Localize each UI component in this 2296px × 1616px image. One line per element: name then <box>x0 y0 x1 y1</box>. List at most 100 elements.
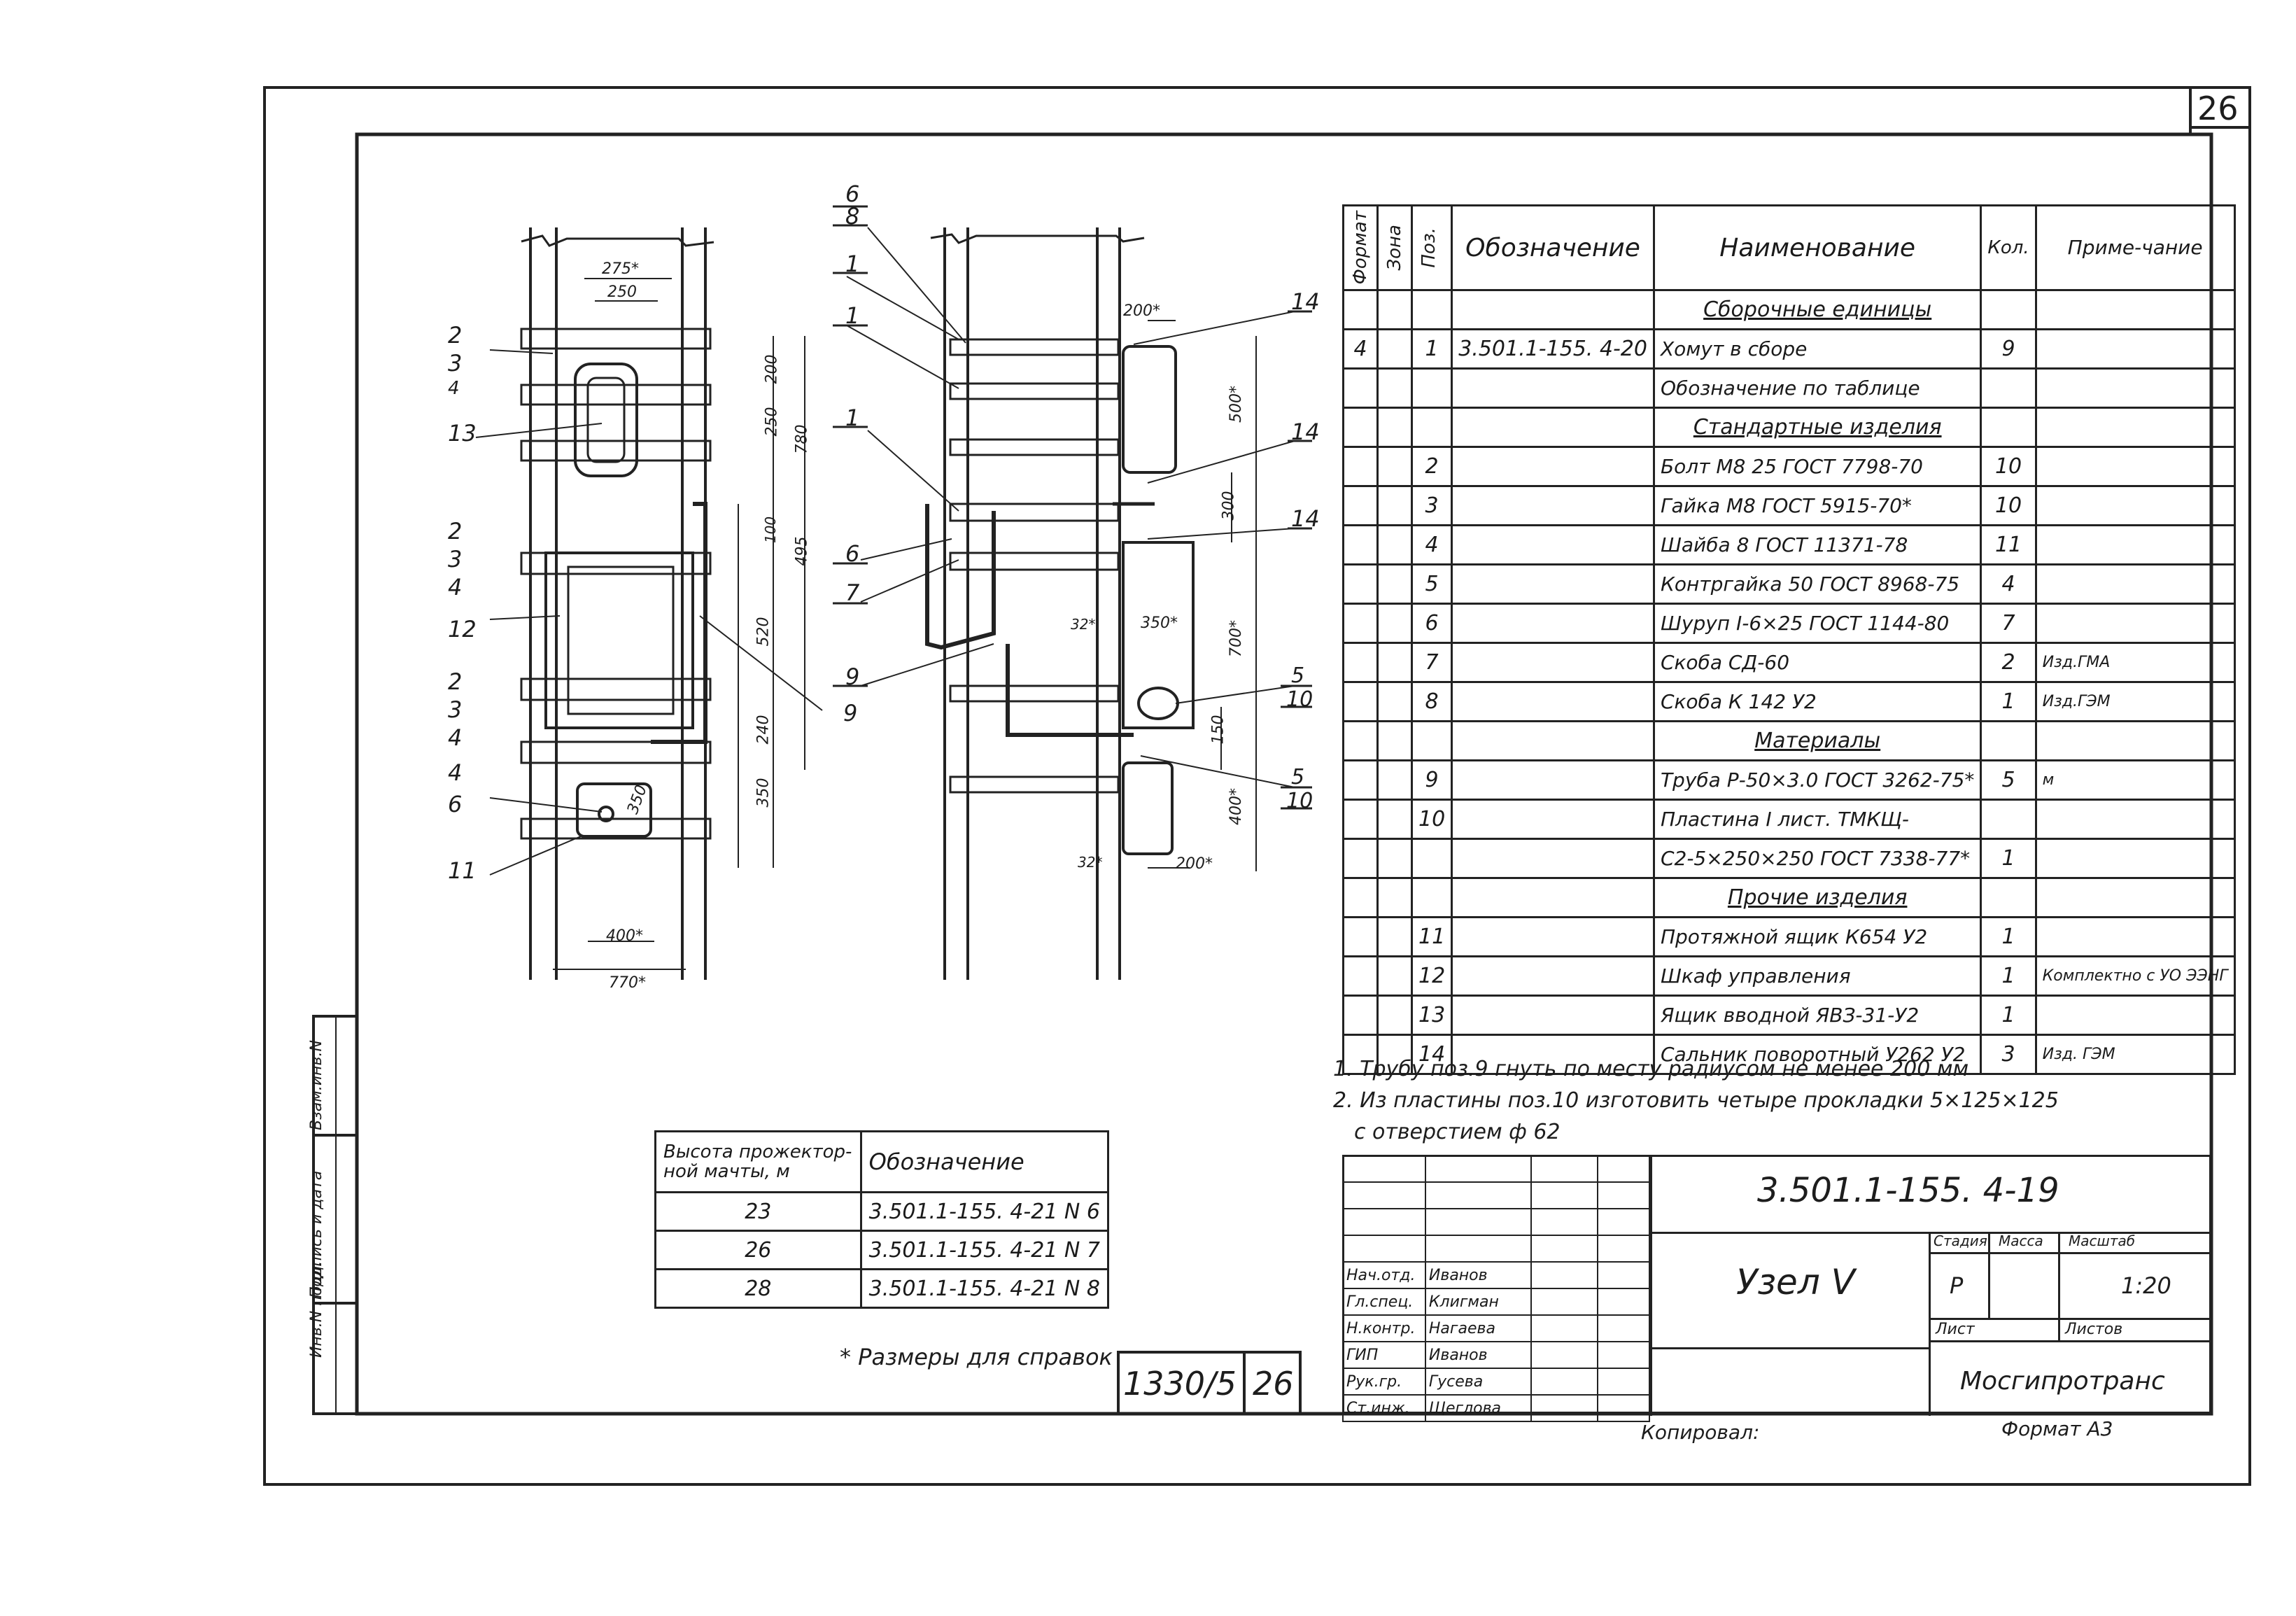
spec-cell-zone <box>1376 485 1413 526</box>
scale-label: Масштаб <box>2069 1232 2136 1249</box>
spec-cell-note <box>2034 407 2236 448</box>
spec-cell-note <box>2034 485 2236 526</box>
spec-cell-zone <box>1376 367 1413 409</box>
spec-cell-zone <box>1376 642 1413 683</box>
signer-row: Рук.гр.Гусева <box>1342 1368 1651 1396</box>
spec-cell-zone <box>1376 681 1413 722</box>
spec-cell-note <box>2034 603 2236 644</box>
spec-cell-pos <box>1410 289 1453 330</box>
sheets-label: Листов <box>2065 1321 2123 1338</box>
spec-header-designation: Обозначение <box>1451 204 1655 291</box>
dim-label: 32* <box>1071 616 1096 633</box>
signer-signature <box>1530 1314 1598 1342</box>
signer-row: Нач.отд.Иванов <box>1342 1261 1651 1289</box>
spec-cell-name: Прочие изделия <box>1652 877 1982 918</box>
spec-cell-pos: 14 <box>1410 1034 1453 1075</box>
spec-cell-name: Стандартные изделия <box>1652 407 1982 448</box>
callout: 4 <box>448 378 460 399</box>
dim-label: 300 <box>1220 491 1238 521</box>
spec-cell-pos: 8 <box>1410 681 1453 722</box>
note-1: 1. Трубу поз.9 гнуть по месту радиусом н… <box>1333 1057 1969 1081</box>
organization: Мосгипротранс <box>1960 1367 2165 1396</box>
dim-label: 240 <box>754 715 773 745</box>
mass-label: Масса <box>1999 1232 2043 1249</box>
signer-role: Нач.отд. <box>1342 1261 1426 1289</box>
signer-row: Н.контр.Нагаева <box>1342 1314 1651 1342</box>
height-header-designation: Обозначение <box>859 1130 1110 1193</box>
spec-cell-name: Контргайка 50 ГОСТ 8968-75 <box>1652 563 1982 605</box>
spec-cell-designation <box>1451 877 1655 918</box>
stage-label: Стадия <box>1934 1232 1987 1249</box>
format-label: Формат А3 <box>2001 1417 2113 1440</box>
dim-label: 520 <box>754 617 773 647</box>
spec-cell-format <box>1342 367 1379 409</box>
spec-cell-pos: 1 <box>1410 328 1453 370</box>
spec-cell-qty: 1 <box>1980 995 2037 1036</box>
spec-cell-zone <box>1376 759 1413 801</box>
spec-cell-format <box>1342 877 1379 918</box>
signer-name: Нагаева <box>1424 1314 1533 1342</box>
spec-cell-zone <box>1376 799 1413 840</box>
note-2: 2. Из пластины поз.10 изготовить четыре … <box>1333 1088 2059 1113</box>
spec-cell-designation <box>1451 563 1655 605</box>
spec-cell-designation <box>1451 995 1655 1036</box>
signer-signature <box>1530 1341 1598 1369</box>
signer-name: Клигман <box>1424 1288 1533 1316</box>
signer-name: Иванов <box>1424 1261 1533 1289</box>
spec-cell-qty: 11 <box>1980 524 2037 565</box>
table-row: 28 3.501.1-155. 4-21 N 8 <box>654 1268 1110 1309</box>
spec-cell-designation <box>1451 1034 1655 1075</box>
spec-cell-zone <box>1376 955 1413 997</box>
callout: 2 <box>448 322 463 349</box>
dim-label: 275* <box>602 260 639 278</box>
spec-cell-name: Обозначение по таблице <box>1652 367 1982 409</box>
spec-header-qty: Кол. <box>1980 204 2037 291</box>
spec-cell-designation <box>1451 289 1655 330</box>
spec-cell-note <box>2034 289 2236 330</box>
spec-cell-qty: 1 <box>1980 838 2037 879</box>
stamp-vzam: Взам.инв.N <box>308 1040 325 1130</box>
spec-section-row: Стандартные изделия <box>1342 407 2236 448</box>
dim-label: 400* <box>606 927 643 945</box>
signer-date <box>1596 1368 1651 1396</box>
spec-header-row: Формат Зона Поз. Обозначение Наименовани… <box>1342 204 2236 291</box>
spec-cell-format <box>1342 838 1379 879</box>
spec-cell-note <box>2034 916 2236 957</box>
callout: 8 <box>845 203 860 230</box>
signer-name: Щеглова <box>1424 1394 1533 1422</box>
spec-cell-designation <box>1451 603 1655 644</box>
page-number: 26 <box>2197 90 2239 127</box>
callout: 5 <box>1291 765 1305 789</box>
callout: 4 <box>448 574 463 600</box>
spec-cell-pos <box>1410 720 1453 761</box>
spec-cell-format <box>1342 603 1379 644</box>
spec-cell-qty: 10 <box>1980 446 2037 487</box>
spec-cell-note <box>2034 877 2236 918</box>
spec-cell-format <box>1342 485 1379 526</box>
callout: 1 <box>845 405 860 431</box>
callout: 6 <box>845 540 860 567</box>
spec-cell-qty <box>1980 407 2037 448</box>
spec-cell-designation <box>1451 367 1655 409</box>
spec-cell-format <box>1342 995 1379 1036</box>
footer-page: 26 <box>1253 1365 1294 1403</box>
spec-cell-name: Шуруп I-6×25 ГОСТ 1144-80 <box>1652 603 1982 644</box>
spec-cell-name: Материалы <box>1652 720 1982 761</box>
spec-cell-format <box>1342 955 1379 997</box>
spec-cell-pos: 3 <box>1410 485 1453 526</box>
signer-name: Иванов <box>1424 1341 1533 1369</box>
spec-cell-note: Изд.ГЭМ <box>2034 681 2236 722</box>
signer-date <box>1596 1261 1651 1289</box>
dim-label: 400* <box>1227 788 1245 825</box>
spec-cell-designation <box>1451 446 1655 487</box>
dim-label: 780 <box>793 424 811 454</box>
spec-header-pos: Поз. <box>1410 204 1453 291</box>
spec-cell-zone <box>1376 995 1413 1036</box>
spec-cell-note <box>2034 328 2236 370</box>
spec-cell-pos: 7 <box>1410 642 1453 683</box>
dim-label: 250 <box>607 283 637 301</box>
